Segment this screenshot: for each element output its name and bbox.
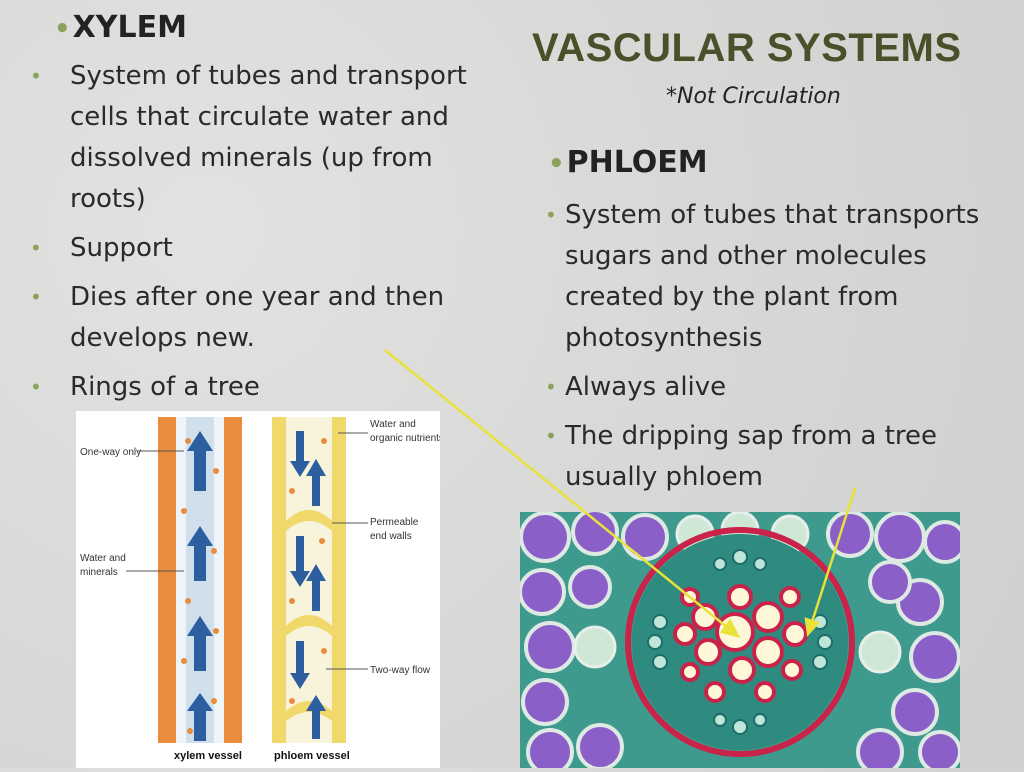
xylem-heading: •XYLEM — [54, 10, 187, 45]
phloem-heading: •PHLOEM — [548, 145, 708, 180]
bullet-dot: • — [548, 149, 565, 179]
label-water-minerals-2: minerals — [80, 567, 118, 578]
label-water-organic: Water and — [370, 419, 416, 430]
label-water-minerals: Water and — [80, 553, 126, 564]
bullet-dot: • — [54, 14, 71, 44]
vessel-diagram-svg: One-way only Water and minerals Water an… — [80, 417, 444, 762]
flow-arrows — [187, 431, 326, 741]
bullet-dot: • — [30, 236, 42, 260]
phloem-bullet-text: The dripping sap from a tree usually phl… — [565, 421, 938, 492]
label-two-way: Two-way flow — [370, 665, 431, 676]
micrograph-svg — [520, 512, 960, 768]
phloem-bullet-text: System of tubes that transports sugars a… — [565, 200, 980, 353]
label-leaders — [126, 432, 368, 670]
list-item: • System of tubes and transport cells tha… — [30, 56, 490, 220]
bullet-dot: • — [545, 203, 557, 227]
list-item: • System of tubes that transports sugars … — [545, 195, 995, 359]
phloem-bullet-text: Always alive — [565, 372, 727, 402]
bundle-ring — [625, 527, 855, 757]
list-item: • Always alive — [545, 367, 995, 408]
label-water-organic-2: organic nutrients — [370, 433, 440, 444]
list-item: • The dripping sap from a tree usually ph… — [545, 416, 995, 498]
caption-xylem: xylem vessel — [174, 750, 242, 762]
xylem-heading-text: XYLEM — [72, 10, 187, 45]
list-item: • Support — [30, 228, 490, 269]
phloem-heading-text: PHLOEM — [566, 145, 708, 180]
micrograph-image — [520, 512, 960, 768]
label-permeable: Permeable — [370, 517, 419, 528]
particles — [181, 438, 327, 734]
xylem-bullet-text: Dies after one year and then develops ne… — [70, 282, 445, 353]
page-subtitle: *Not Circulation — [666, 84, 841, 109]
phloem-bullet-list: • System of tubes that transports sugars … — [545, 195, 995, 506]
label-permeable-2: end walls — [370, 531, 412, 542]
xylem-bullet-list: • System of tubes and transport cells tha… — [30, 56, 490, 416]
caption-phloem: phloem vessel — [274, 750, 350, 762]
bullet-dot: • — [30, 285, 42, 309]
bullet-dot: • — [545, 375, 557, 399]
vessel-diagram: One-way only Water and minerals Water an… — [76, 411, 444, 768]
label-one-way: One-way only — [80, 447, 141, 458]
list-item: • Dies after one year and then develops n… — [30, 277, 490, 359]
xylem-bullet-text: Rings of a tree — [70, 372, 260, 402]
xylem-bullet-text: System of tubes and transport cells that… — [70, 61, 467, 214]
bullet-dot: • — [30, 64, 42, 88]
bullet-dot: • — [545, 424, 557, 448]
page-title: VASCULAR SYSTEMS — [532, 26, 962, 70]
bullet-dot: • — [30, 375, 42, 399]
list-item: • Rings of a tree — [30, 367, 490, 408]
xylem-bullet-text: Support — [70, 233, 173, 263]
